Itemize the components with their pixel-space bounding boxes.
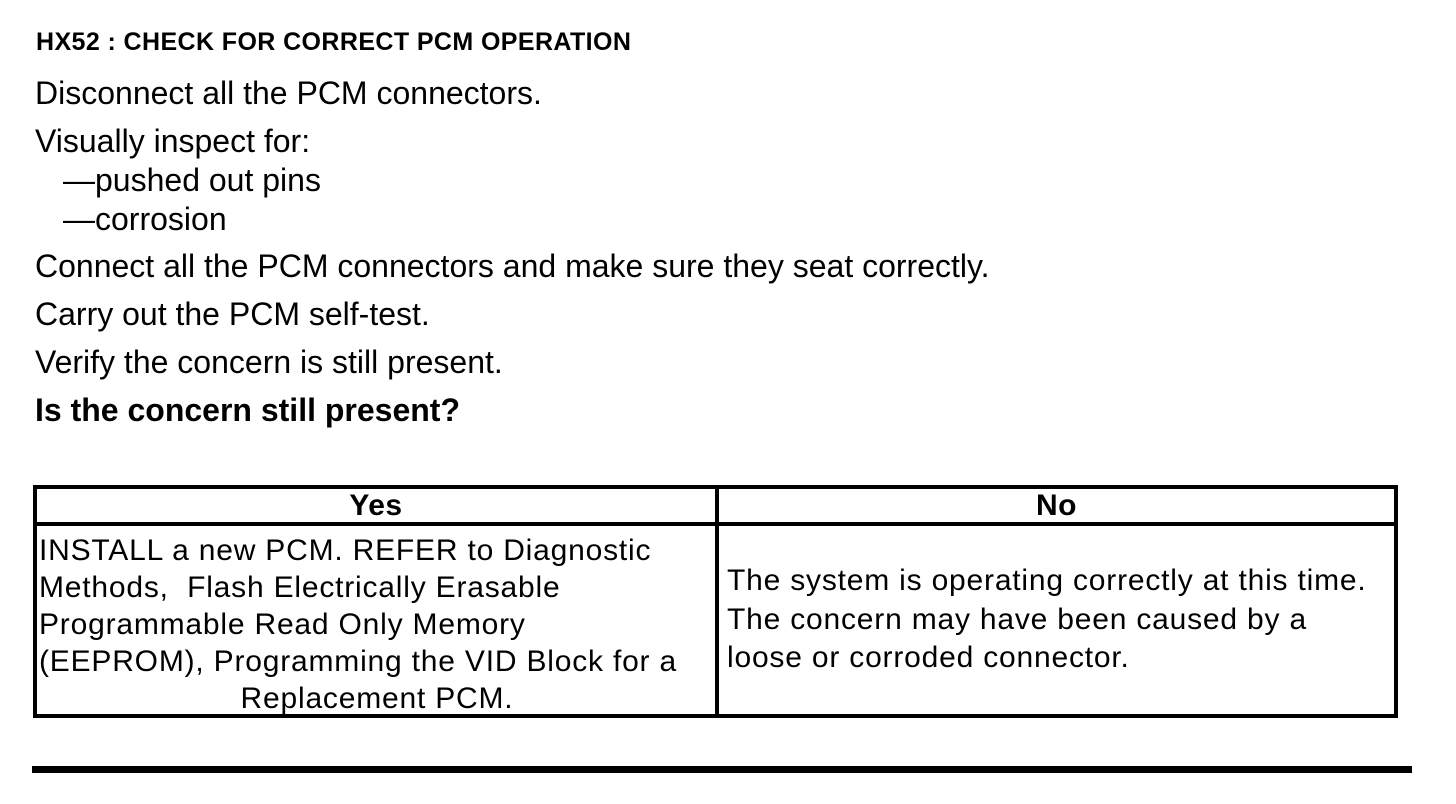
no-action-line: The system is operating correctly at thi… bbox=[727, 564, 1367, 598]
inspect-item-pushed-out-pins: —pushed out pins bbox=[63, 162, 321, 198]
decision-question: Is the concern still present? bbox=[35, 392, 460, 428]
yes-action-line: INSTALL a new PCM. REFER to Diagnostic bbox=[39, 534, 652, 567]
no-column-header: No bbox=[719, 489, 1394, 526]
no-action-line: The concern may have been caused by a bbox=[727, 602, 1307, 636]
no-action-cell: The system is operating correctly at thi… bbox=[719, 526, 1394, 714]
yes-action-line: Replacement PCM. bbox=[240, 682, 514, 714]
step-inspect: Visually inspect for: bbox=[35, 123, 311, 159]
page-divider-rule bbox=[32, 766, 1412, 773]
yes-column-header: Yes bbox=[37, 489, 719, 526]
inspect-item-corrosion: —corrosion bbox=[63, 201, 227, 237]
step-selftest: Carry out the PCM self-test. bbox=[35, 296, 430, 332]
yes-action-line: Methods, Flash Electrically Erasable bbox=[39, 571, 561, 604]
step-disconnect: Disconnect all the PCM connectors. bbox=[35, 75, 542, 111]
yes-action-line: (EEPROM), Programming the VID Block for … bbox=[39, 645, 677, 678]
yes-action-line: Programmable Read Only Memory bbox=[39, 608, 526, 641]
yes-action-cell: INSTALL a new PCM. REFER to Diagnostic M… bbox=[37, 526, 719, 714]
pinpoint-test-heading: HX52 : CHECK FOR CORRECT PCM OPERATION bbox=[36, 28, 632, 56]
step-connect: Connect all the PCM connectors and make … bbox=[35, 248, 990, 284]
no-action-line: loose or corroded connector. bbox=[727, 641, 1130, 675]
yes-no-results-table: Yes No INSTALL a new PCM. REFER to Diagn… bbox=[33, 485, 1398, 718]
step-verify: Verify the concern is still present. bbox=[35, 344, 503, 380]
